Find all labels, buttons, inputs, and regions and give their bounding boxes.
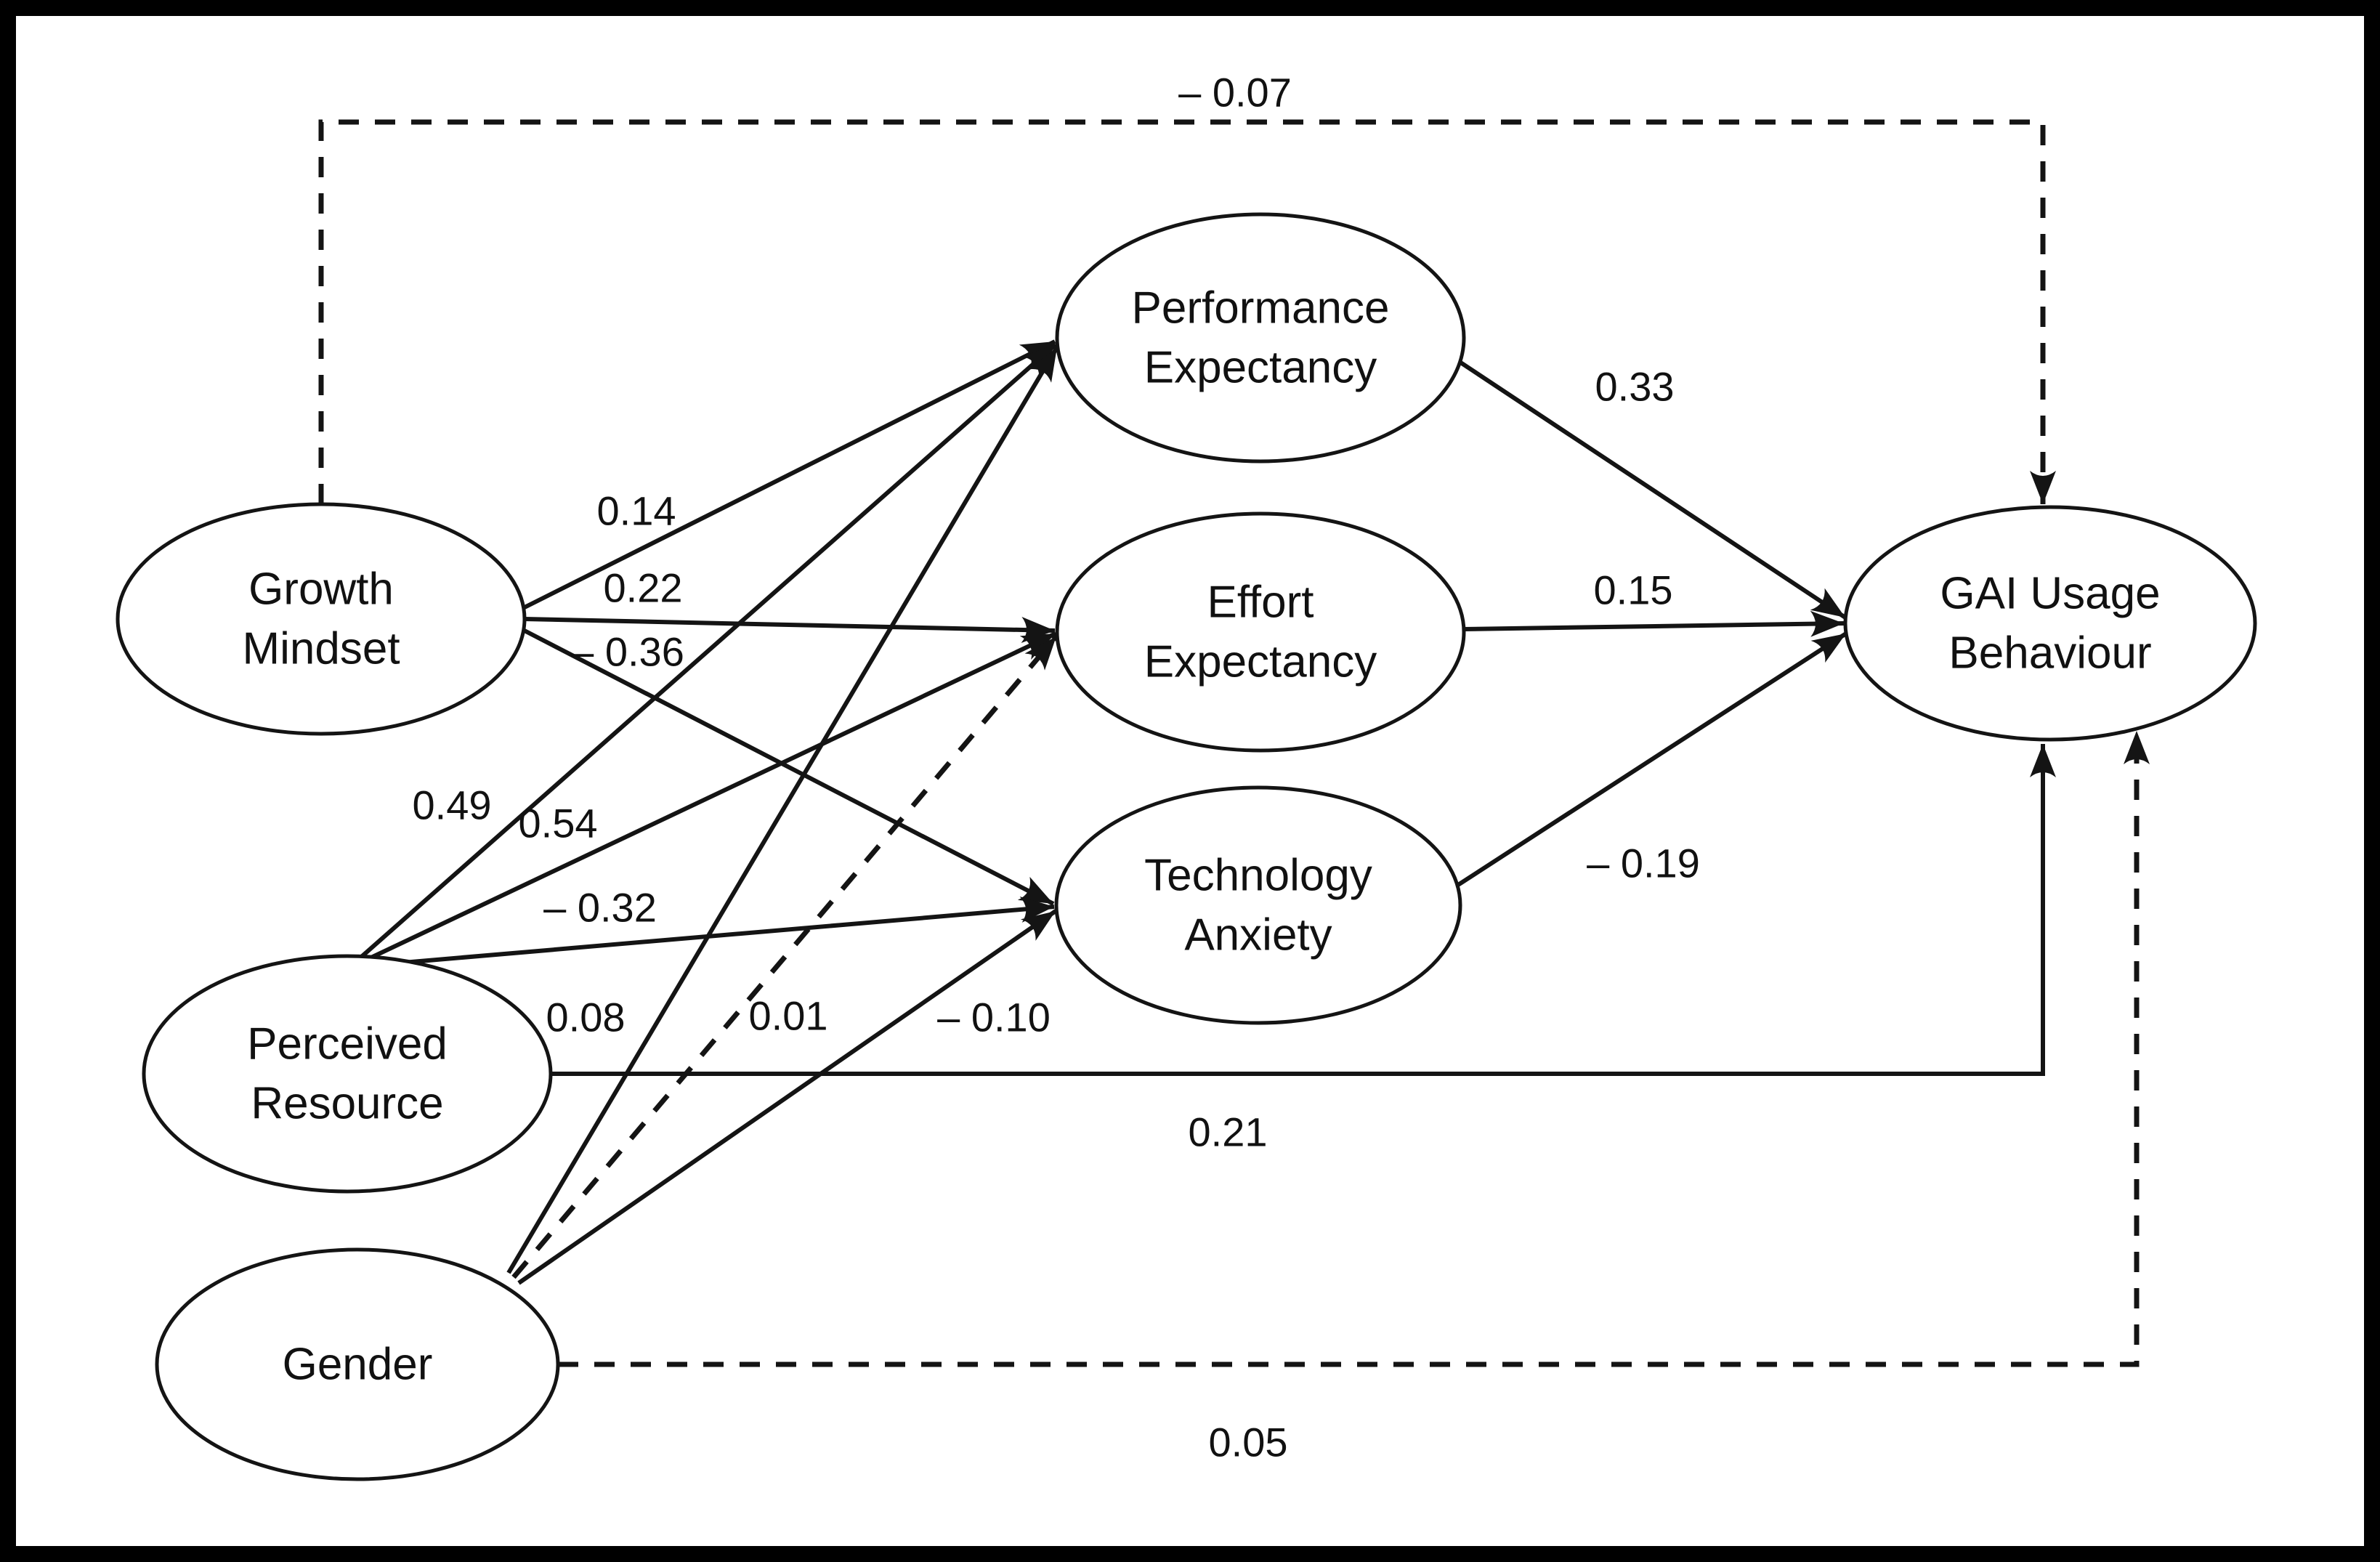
node-ellipse-effort-expectancy [1055, 511, 1466, 753]
node-ellipse-performance-expectancy [1055, 212, 1466, 464]
node-ellipse-gai-usage-behaviour [1843, 505, 2257, 742]
path-coefficient-pr-pe: 0.49 [413, 782, 492, 828]
path-coefficient-pe-gai: 0.33 [1595, 364, 1675, 410]
path-coefficient-gm-ee: 0.22 [604, 565, 683, 611]
node-ellipse-perceived-resource [142, 954, 553, 1194]
edge-labels-layer: 0.14 0.22 – 0.36 0.49 0.54 – 0.32 0.08 0.01 – 0.… [413, 70, 1700, 1465]
path-arrow-gm-ee [524, 616, 1056, 643]
edges-layer [318, 119, 2150, 1367]
node-ellipse-gender [155, 1247, 560, 1481]
path-arrow-pe-gai [1456, 358, 1847, 620]
path-arrow-ta-gai [1457, 631, 1847, 887]
path-arrow-pr-gai [551, 744, 2056, 1076]
path-arrow-gm-ta [520, 627, 1055, 906]
path-arrow-gm-pe [520, 339, 1056, 611]
path-coefficient-ge-pe: 0.08 [546, 995, 626, 1040]
node-gender: Gender [155, 1247, 560, 1481]
path-coefficient-ee-gai: 0.15 [1594, 567, 1673, 613]
path-arrow-ge-ee [511, 634, 1059, 1279]
path-coefficient-pr-ta: – 0.32 [543, 885, 657, 931]
node-ellipse-technology-anxiety [1054, 785, 1462, 1025]
path-coefficient-pr-gai: 0.21 [1189, 1109, 1268, 1155]
node-label-gender: Gender [283, 1340, 433, 1390]
path-coefficient-gm-ta: – 0.36 [571, 629, 684, 675]
path-coefficient-ta-gai: – 0.19 [1587, 841, 1700, 886]
path-arrow-pr-ee [360, 631, 1057, 964]
path-arrow-ge-ta [517, 909, 1057, 1285]
path-arrow-gm-gai [318, 119, 2056, 504]
path-coefficient-gm-pe: 0.14 [597, 488, 676, 534]
path-coefficient-pr-ee: 0.54 [519, 801, 598, 846]
path-arrow-ge-gai [558, 731, 2150, 1367]
node-ellipse-growth-mindset [116, 502, 527, 736]
path-arrow-ge-pe [506, 346, 1059, 1274]
path-coefficient-ge-ta: – 0.10 [937, 995, 1051, 1040]
path-coefficient-gm-gai: – 0.07 [1178, 70, 1292, 116]
path-coefficient-ge-ee: 0.01 [749, 993, 828, 1039]
path-arrow-pr-pe [357, 342, 1057, 961]
path-arrow-ee-gai [1463, 610, 1845, 637]
path-coefficient-ge-gai: 0.05 [1209, 1420, 1288, 1465]
